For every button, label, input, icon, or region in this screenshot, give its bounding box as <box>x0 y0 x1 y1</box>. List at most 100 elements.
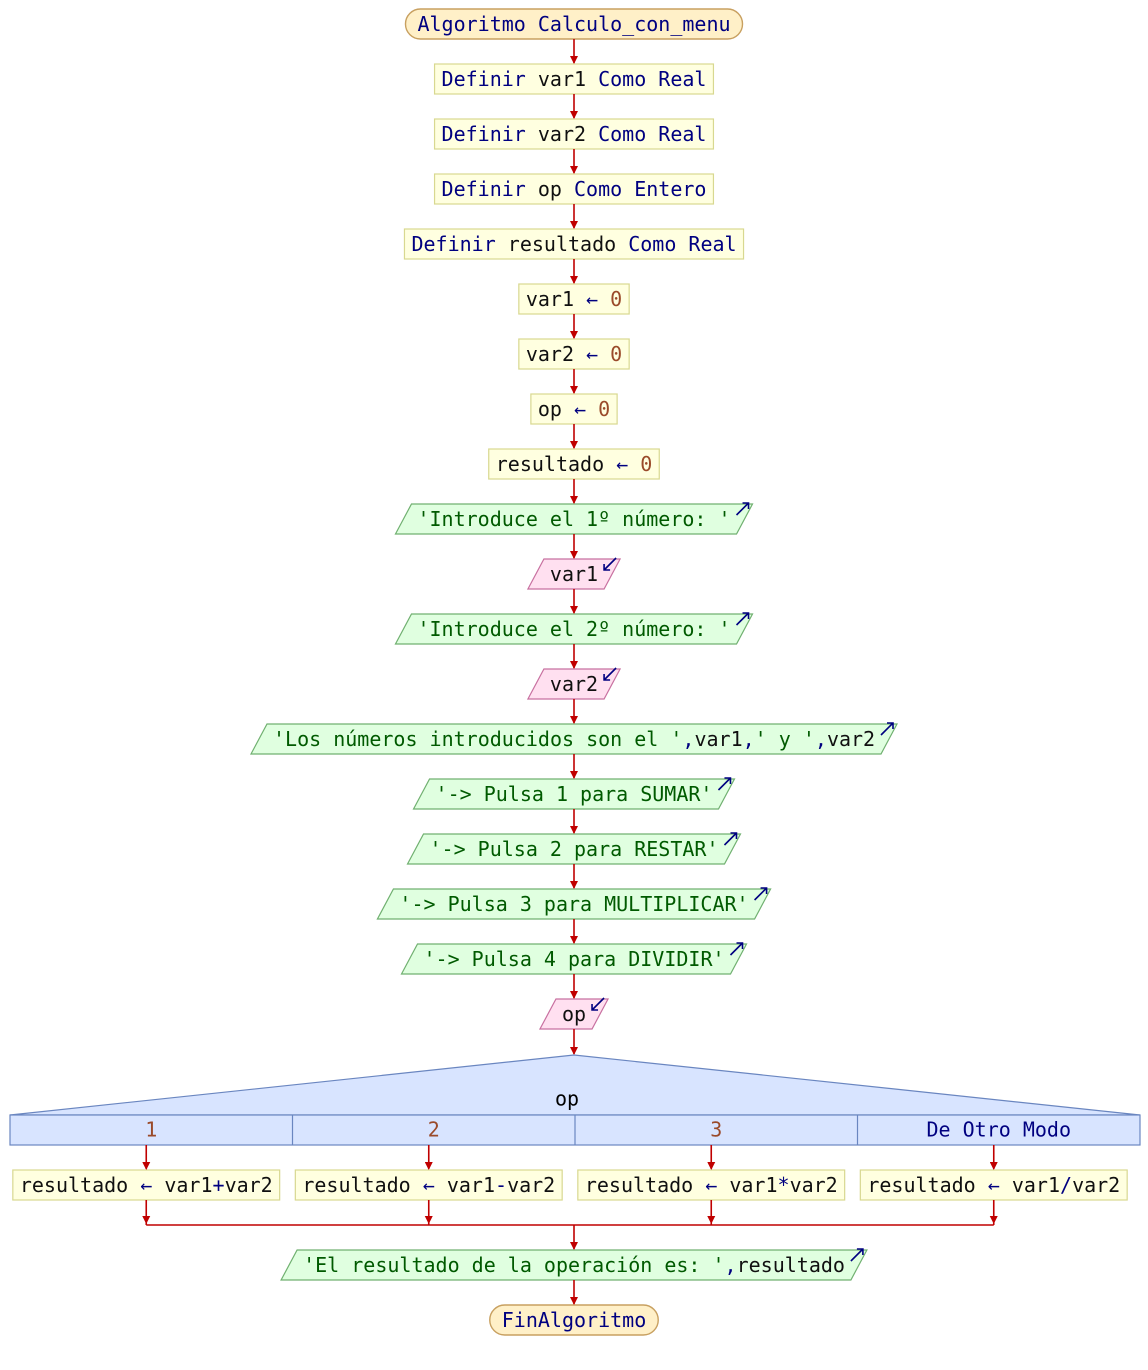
text-token: '-> Pulsa 4 para DIVIDIR' <box>424 947 725 971</box>
case-body-3-text: resultado ← var1/var2 <box>867 1173 1120 1197</box>
text-token: ← <box>423 1173 435 1197</box>
output-arrow-icon <box>729 942 744 956</box>
case-body-2-text: resultado ← var1*var2 <box>585 1173 838 1197</box>
text-token: / <box>1060 1173 1072 1197</box>
output-0-text: 'Introduce el 1º número: ' <box>417 507 730 531</box>
text-token: ← <box>574 397 586 421</box>
text-token: resultado <box>302 1173 422 1197</box>
text-token: , <box>743 727 755 751</box>
output-7-box <box>376 888 772 920</box>
text-token: resultado <box>508 232 616 256</box>
text-token: 0 <box>598 342 622 366</box>
final-output-text: 'El resultado de la operación es: ',resu… <box>303 1253 845 1277</box>
case-body-1-box <box>294 1169 563 1201</box>
merge-arrow-head <box>142 1216 151 1224</box>
text-token: op <box>538 177 562 201</box>
text-token: 0 <box>598 287 622 311</box>
text-token: var2 <box>225 1173 273 1197</box>
assign-1-box <box>518 338 630 370</box>
text-token: ← <box>586 287 598 311</box>
case-body-2-box <box>577 1169 846 1201</box>
text-token: Como Real <box>616 232 736 256</box>
case-label: 2 <box>428 1118 440 1142</box>
assign-2-box <box>530 393 618 425</box>
define-0-box <box>433 63 715 95</box>
text-token: ← <box>988 1173 1000 1197</box>
input-9-text: op <box>562 1002 586 1026</box>
text-token: '-> Pulsa 2 para RESTAR' <box>430 837 719 861</box>
text-token: var1 <box>1000 1173 1060 1197</box>
text-token: , <box>725 1253 737 1277</box>
text-token: 0 <box>586 397 610 421</box>
text-token: 0 <box>628 452 652 476</box>
case-body-0-text: resultado ← var1+var2 <box>20 1173 273 1197</box>
text-token: var1 <box>717 1173 777 1197</box>
output-4-box <box>250 723 898 755</box>
text-token: var1 <box>694 727 742 751</box>
text-token: var2 <box>790 1173 838 1197</box>
text-token: ← <box>586 342 598 366</box>
end-terminal-box <box>489 1304 659 1336</box>
output-arrow-icon <box>735 612 750 626</box>
case-body-1-text: resultado ← var1-var2 <box>302 1173 555 1197</box>
input-arrow-icon <box>591 997 605 1011</box>
input-1-text: var1 <box>550 562 598 586</box>
define-2-box <box>433 173 715 205</box>
text-token: FinAlgoritmo <box>502 1308 647 1332</box>
text-token: resultado <box>867 1173 987 1197</box>
text-token: var2 <box>827 727 875 751</box>
output-0-box <box>394 503 754 535</box>
merge-arrow-head <box>989 1216 998 1224</box>
text-token: var2 <box>507 1173 555 1197</box>
output-arrow-icon <box>723 832 738 846</box>
end-terminal-text: FinAlgoritmo <box>502 1308 647 1332</box>
text-token: resultado <box>496 452 616 476</box>
output-8-text: '-> Pulsa 4 para DIVIDIR' <box>424 947 725 971</box>
text-token: Definir <box>442 177 538 201</box>
switch-variable: op <box>555 1087 579 1111</box>
output-6-box <box>406 833 742 865</box>
text-token: ← <box>616 452 628 476</box>
define-1-text: Definir var2 Como Real <box>442 122 707 146</box>
output-arrow-icon <box>850 1248 864 1262</box>
input-arrow-icon <box>603 667 617 681</box>
input-arrow-icon <box>603 557 617 571</box>
output-5-box <box>412 778 736 810</box>
define-3-box <box>403 228 745 260</box>
input-3-box <box>526 668 622 700</box>
text-token: var1 <box>526 287 586 311</box>
text-token: Definir <box>411 232 507 256</box>
text-token: '-> Pulsa 3 para MULTIPLICAR' <box>399 892 748 916</box>
final-output-box <box>280 1249 868 1281</box>
text-token: resultado <box>20 1173 140 1197</box>
text-token: var1 <box>152 1173 212 1197</box>
assign-2-text: op ← 0 <box>538 397 610 421</box>
merge-arrow-head <box>424 1216 433 1224</box>
define-0-text: Definir var1 Como Real <box>442 67 707 91</box>
text-token: , <box>682 727 694 751</box>
output-5-text: '-> Pulsa 1 para SUMAR' <box>436 782 713 806</box>
text-token: 'Introduce el 2º número: ' <box>417 617 730 641</box>
text-token: resultado <box>737 1253 845 1277</box>
text-token: var2 <box>538 122 586 146</box>
output-arrow-icon <box>754 887 768 901</box>
text-token: Definir <box>442 67 538 91</box>
text-token: Como Real <box>586 122 706 146</box>
output-2-text: 'Introduce el 2º número: ' <box>417 617 730 641</box>
input-3-text: var2 <box>550 672 598 696</box>
case-label: 1 <box>145 1118 157 1142</box>
merge-arrow-head <box>707 1216 716 1224</box>
text-token: - <box>495 1173 507 1197</box>
text-token: 'El resultado de la operación es: ' <box>303 1253 724 1277</box>
case-label: 3 <box>710 1118 722 1142</box>
text-token: 'Introduce el 1º número: ' <box>417 507 730 531</box>
case-body-3-box <box>859 1169 1128 1201</box>
text-token: + <box>213 1173 225 1197</box>
text-token: resultado <box>585 1173 705 1197</box>
text-token: var1 <box>435 1173 495 1197</box>
input-1-box <box>526 558 622 590</box>
text-token: op <box>538 397 574 421</box>
text-token: var2 <box>550 672 598 696</box>
